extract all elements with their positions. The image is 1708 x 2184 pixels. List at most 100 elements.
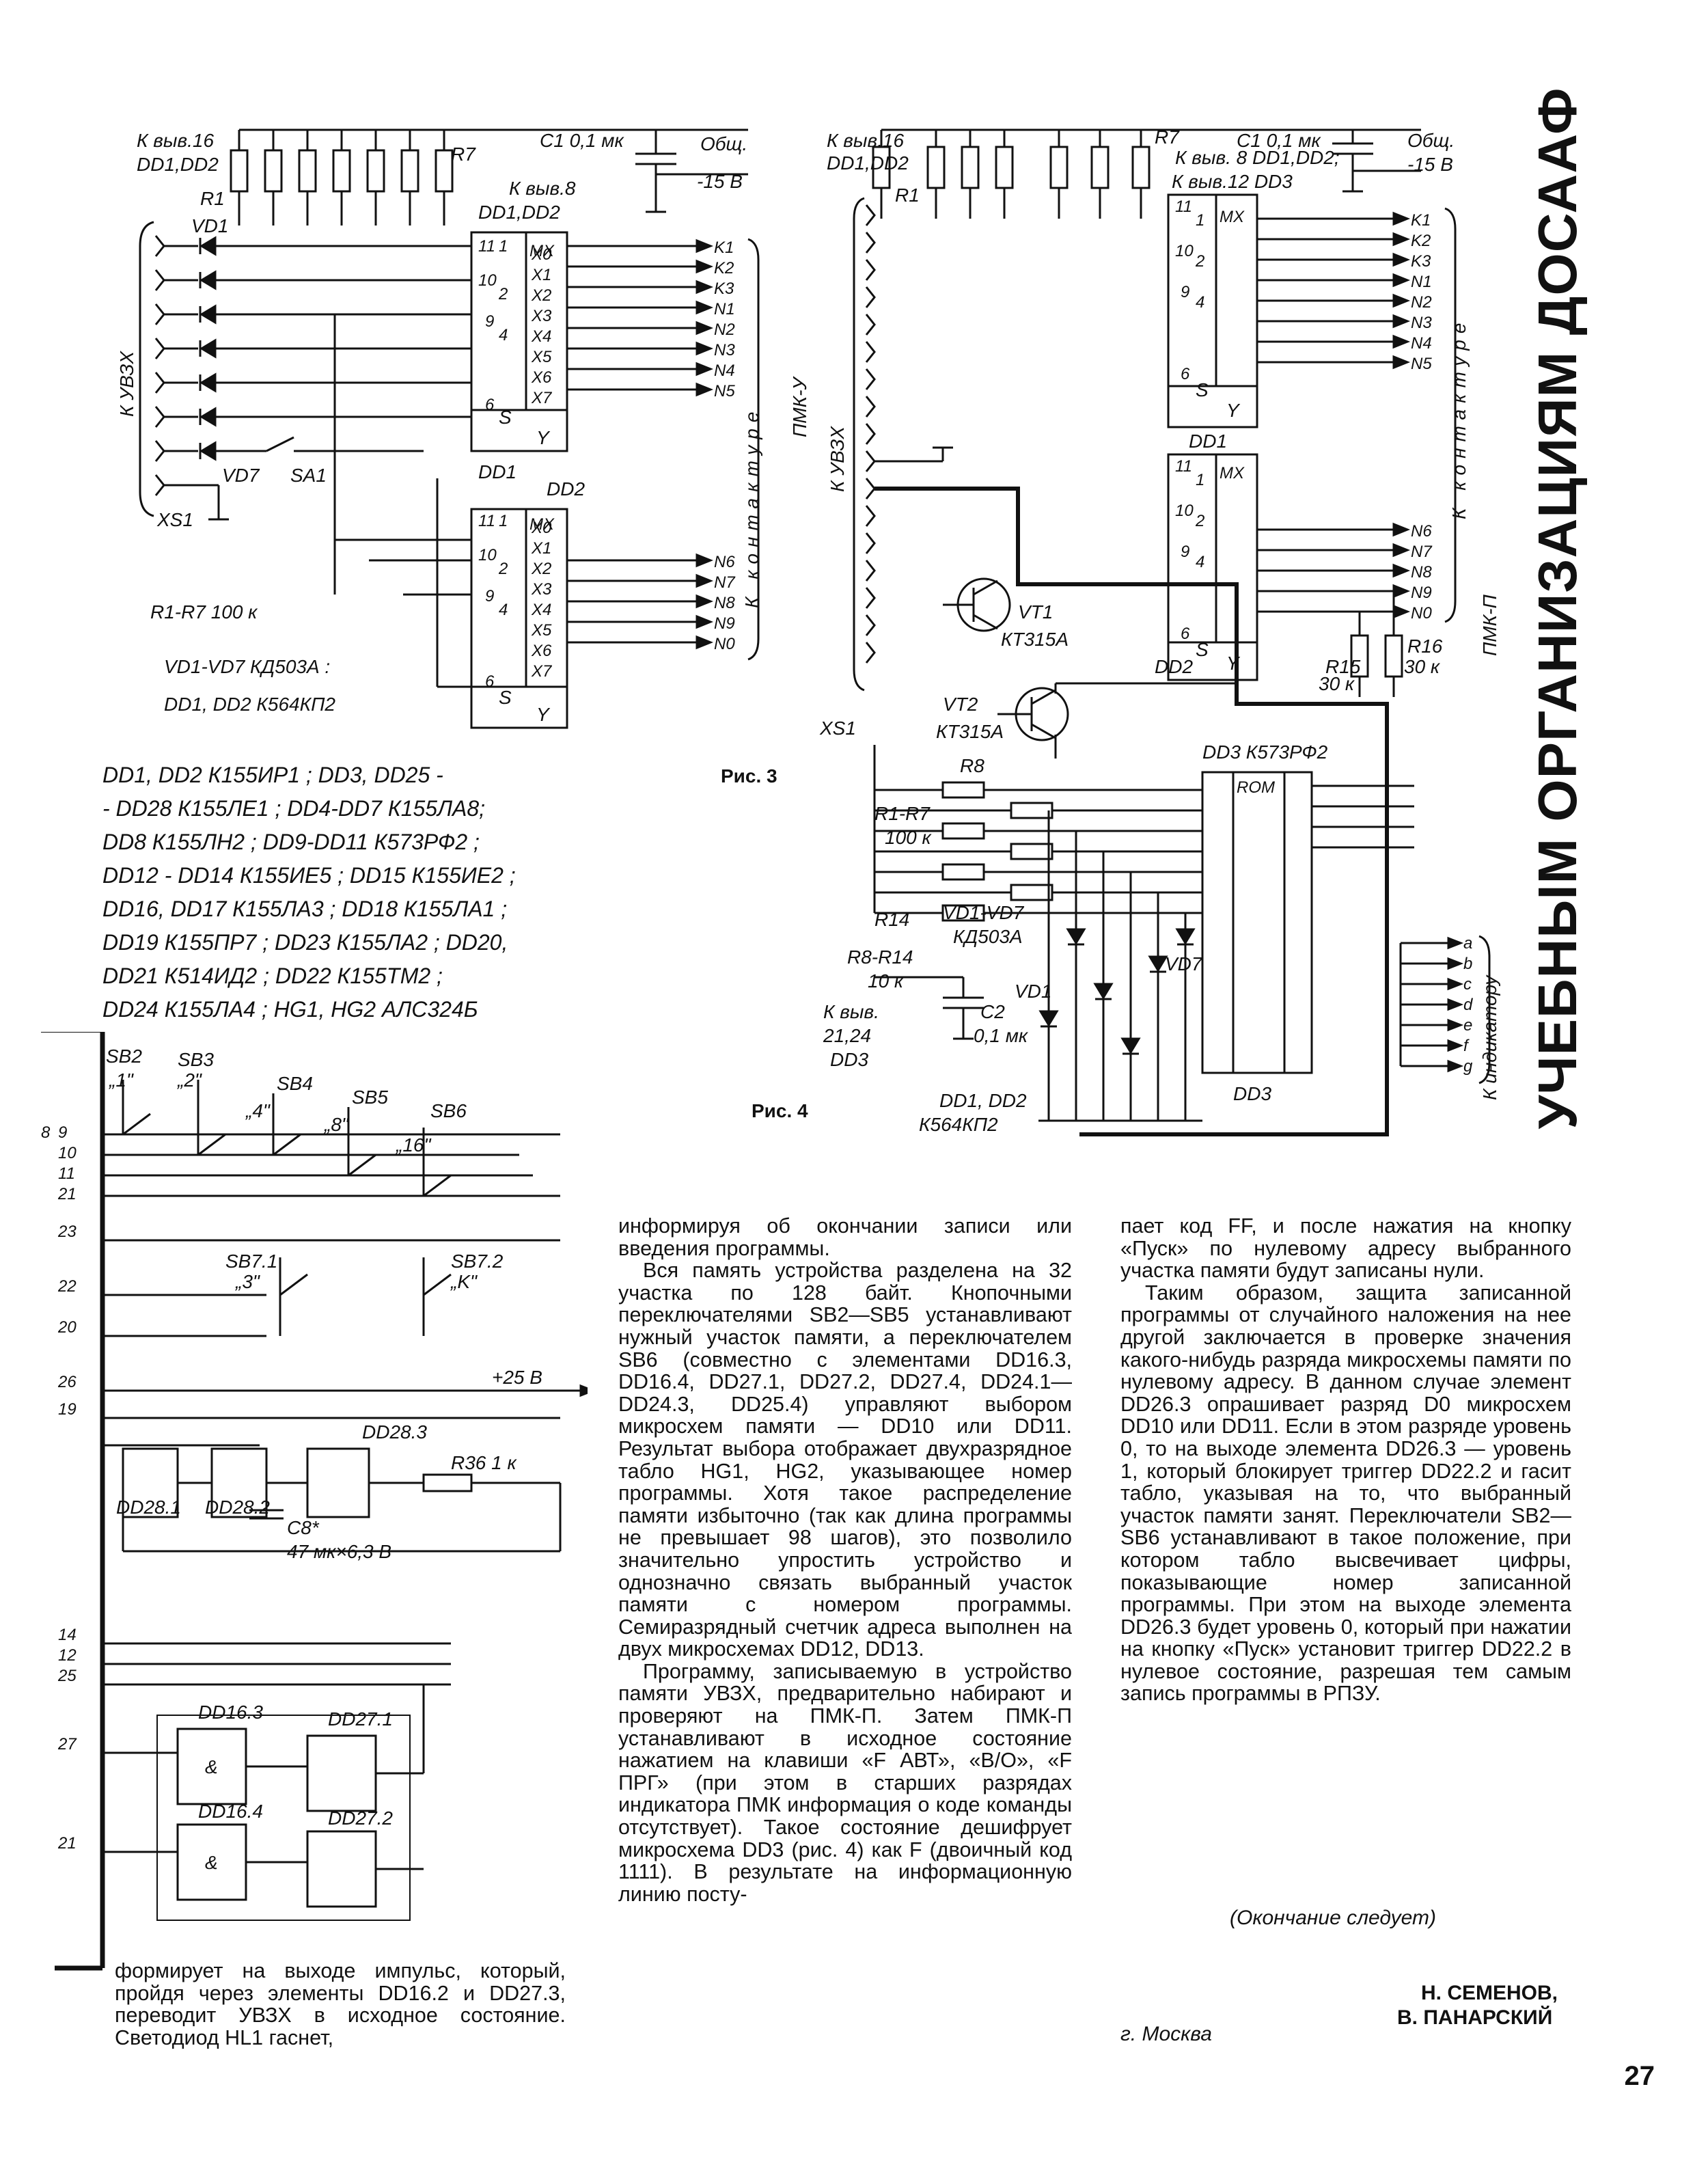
- fig3-label-r1: R1: [200, 188, 225, 209]
- label-dd271: DD27.1: [328, 1708, 393, 1730]
- fig3-output-label: N9: [714, 614, 735, 633]
- figure-bottom-labels: SB2 „1" SB3 „2" SB4 „4" SB5 „8" SB6 „16"…: [41, 1046, 542, 1873]
- continued-note: (Окончание следует): [1230, 1907, 1436, 1929]
- svg-text:11: 11: [1175, 197, 1192, 216]
- fig4-dd2-name: DD2: [1155, 656, 1193, 677]
- svg-text:1: 1: [499, 237, 508, 256]
- paragraph: Таким образом, защита записанной програм…: [1120, 1281, 1571, 1706]
- paragraph: Вся память устройства разделена на 32 уч…: [618, 1259, 1072, 1661]
- fig3-label-vdnote: VD1-VD7 КД503А :: [164, 656, 330, 677]
- fig3-diodes: [164, 236, 471, 521]
- page-number: 27: [1624, 2061, 1655, 2091]
- paragraph: пает код FF, и после нажатия на кнопку «…: [1120, 1214, 1571, 1283]
- fig4-output-label: N1: [1411, 273, 1432, 291]
- fig3-output-label: N2: [714, 320, 735, 339]
- fig3-label-vd7: VD7: [222, 465, 260, 486]
- side-title: УЧЕБНЫМ ОРГАНИЗАЦИЯМ ДОСААФ: [1520, 87, 1595, 1130]
- svg-text:10: 10: [1175, 242, 1194, 260]
- label-sb4: SB4: [277, 1073, 313, 1094]
- fig4-label-vt1type: КТ315А: [1001, 629, 1069, 650]
- fig4-label-vdrange: VD1-VD7: [943, 902, 1025, 923]
- fig3-output-label: K1: [714, 238, 734, 257]
- label-sb71: SB7.1: [225, 1251, 277, 1272]
- fig4-dd1-body: [1167, 193, 1258, 428]
- author-2: В. ПАНАРСКИЙ: [1397, 2006, 1553, 2029]
- svg-text:„4": „4": [245, 1100, 271, 1121]
- svg-text:„16": „16": [396, 1134, 431, 1156]
- label-c8: C8*: [287, 1517, 320, 1538]
- svg-text:26: 26: [57, 1373, 77, 1391]
- svg-text:X3: X3: [531, 307, 552, 325]
- svg-text:6: 6: [485, 672, 495, 691]
- fig4-label-r8r14: R8-R14: [847, 946, 913, 968]
- fig3-output-label: K3: [714, 279, 734, 298]
- fig3-dd1-mx: MX: [529, 242, 555, 260]
- svg-text:10: 10: [478, 271, 497, 290]
- parts-line: DD12 - DD14 К155ИЕ5 ; DD15 К155ИЕ2 ;: [102, 863, 516, 888]
- fig3-dd1-s: S: [499, 407, 512, 428]
- fig3-label-gnd: Общ.: [700, 133, 747, 154]
- fig4-dd1-outputs: [1257, 211, 1411, 370]
- fig4-output-label: N5: [1411, 355, 1432, 373]
- svg-text:27: 27: [57, 1735, 77, 1753]
- fig4-dd2-body: [1167, 453, 1258, 681]
- fig3-output-label: N4: [714, 361, 735, 380]
- fig4-dd2-outputs: [1257, 522, 1411, 619]
- text-column-2: информируя об окончании записи или введе…: [618, 1215, 1072, 1905]
- fig3-label-xs1: XS1: [156, 509, 193, 530]
- fig4-dd1-y: Y: [1226, 400, 1241, 421]
- fig4-label-ddnotetype: К564КП2: [919, 1114, 998, 1135]
- fig3-output-label: N8: [714, 594, 735, 612]
- svg-text:21: 21: [57, 1185, 77, 1203]
- svg-text:8: 8: [41, 1123, 51, 1142]
- fig4-label-r15: R15: [1325, 656, 1361, 677]
- fig3-label-kpin16: К выв.16: [137, 130, 214, 151]
- svg-text:14: 14: [58, 1626, 77, 1644]
- fig3-output-label: N7: [714, 573, 736, 592]
- fig4-label-r1r7: R1-R7: [874, 803, 931, 824]
- svg-text:„2": „2": [177, 1069, 202, 1091]
- fig4-label-c1: C1 0,1 мк: [1237, 130, 1321, 151]
- svg-text:10: 10: [478, 546, 497, 564]
- fig4-label-r7: R7: [1155, 126, 1180, 148]
- fig3-dd2-name: DD2: [547, 478, 585, 500]
- svg-text:9: 9: [1181, 283, 1189, 301]
- svg-text:X5: X5: [531, 621, 552, 640]
- fig4-segment-label: g: [1463, 1057, 1473, 1076]
- svg-text:11: 11: [478, 237, 495, 256]
- fig4-output-label: N8: [1411, 563, 1432, 582]
- svg-text:23: 23: [57, 1223, 77, 1241]
- fig4-diodes: [1038, 810, 1196, 1121]
- fig4-label-vdtype: КД503А: [953, 926, 1023, 947]
- fig3-output-label: N5: [714, 382, 735, 400]
- svg-text:„1": „1": [109, 1069, 134, 1091]
- fig3-label-c1: C1 0,1 мк: [540, 130, 624, 151]
- fig4-label-kuvzh: К УВЗХ: [827, 426, 848, 492]
- fig4-label-vt1: VT1: [1018, 601, 1053, 623]
- city: г. Москва: [1120, 2023, 1212, 2045]
- svg-text:X1: X1: [531, 539, 551, 558]
- fig3-dd1-y: Y: [536, 427, 551, 448]
- fig4-segment-label: c: [1463, 975, 1472, 994]
- fig4-label-kontakture: К контактуре: [1448, 317, 1470, 519]
- parts-list: DD1, DD2 К155ИР1 ; DD3, DD25 - - DD28 К1…: [102, 759, 553, 1026]
- paragraph: формирует на выходе импульс, который, пр…: [115, 1959, 566, 2049]
- fig4-output-label: N9: [1411, 584, 1432, 602]
- fig4-label-ddnote: DD1, DD2: [939, 1090, 1027, 1111]
- author-1: Н. СЕМЕНОВ,: [1421, 1982, 1558, 2004]
- svg-text:X3: X3: [531, 580, 552, 599]
- fig4-label-vt2: VT2: [943, 694, 978, 715]
- fig4-label-r1r7val: 100 к: [885, 827, 932, 848]
- fig3-label-minus15: -15 В: [697, 171, 743, 192]
- fig4-dd1-mx: MX: [1220, 208, 1245, 226]
- fig3-label-r7: R7: [451, 144, 476, 165]
- svg-text:9: 9: [58, 1123, 67, 1142]
- label-plus25: +25 В: [492, 1367, 542, 1388]
- label-dd163: DD16.3: [198, 1702, 263, 1723]
- fig4-label-vt2type: КТ315А: [936, 721, 1004, 742]
- svg-text:X7: X7: [531, 662, 553, 681]
- figure-3-labels: К выв.16 DD1,DD2 R1 R7 C1 0,1 мк Общ. -1…: [116, 130, 810, 725]
- fig3-output-label: N6: [714, 553, 735, 571]
- svg-text:X7: X7: [531, 389, 553, 407]
